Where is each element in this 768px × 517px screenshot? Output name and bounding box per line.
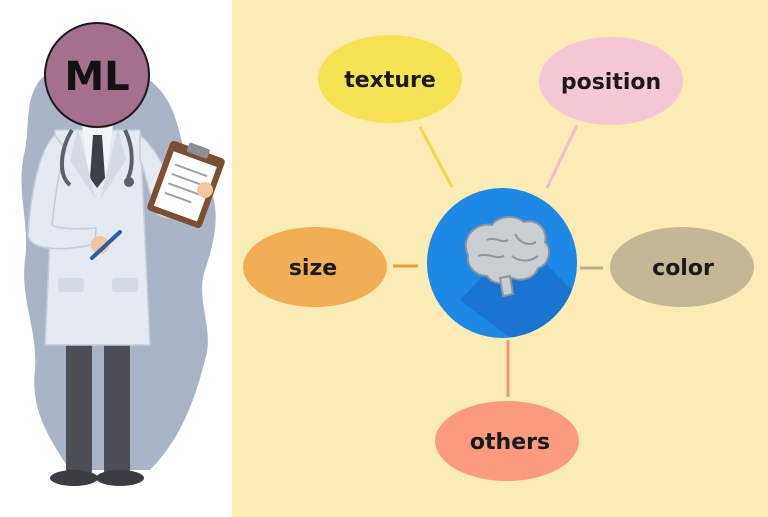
bubble-color: color <box>610 227 754 307</box>
bubble-others: others <box>435 401 579 481</box>
bubble-label-color: color <box>652 256 714 281</box>
doctor-illustration <box>21 60 225 486</box>
bubble-label-size: size <box>289 256 337 281</box>
bubble-position: position <box>539 37 683 125</box>
connector-position <box>545 124 579 189</box>
bubble-size: size <box>243 227 387 307</box>
brain-icon <box>464 216 550 298</box>
center-node <box>427 188 577 338</box>
ml-head: ML <box>44 22 150 128</box>
bubble-texture: texture <box>318 35 462 123</box>
bubble-label-texture: texture <box>344 68 436 93</box>
bubble-label-others: others <box>470 430 550 455</box>
ml-label: ML <box>64 54 129 100</box>
connector-texture <box>418 126 454 188</box>
connectors <box>393 124 603 397</box>
bubble-label-position: position <box>561 70 661 95</box>
